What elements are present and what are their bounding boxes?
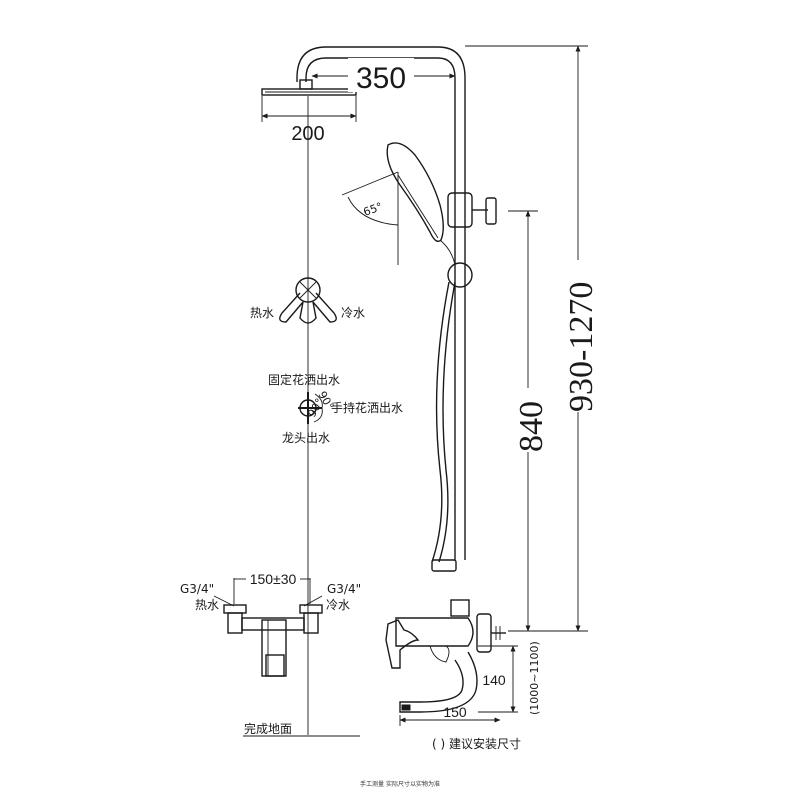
slide-height-label: 840 — [513, 401, 550, 452]
inlet-spacing-dimension: 150±30 — [233, 571, 311, 604]
spout-height-label: 140 — [482, 672, 506, 688]
mixer-body — [395, 599, 506, 653]
height-range-dimension: 930-1270 — [465, 45, 600, 632]
thread-left-label: G3/4" — [180, 582, 214, 596]
hose-clip — [431, 559, 457, 572]
faucet-outlet-label: 龙头出水 — [282, 431, 330, 445]
shower-holder — [447, 192, 497, 228]
fixed-shower-outlet-label: 固定花洒出水 — [268, 372, 340, 387]
finished-floor: 完成地面 — [243, 721, 360, 737]
arm-length-dimension: 350 — [311, 58, 456, 95]
cold-water-label-bottom: 冷水 — [326, 598, 350, 612]
shower-hose — [431, 281, 450, 563]
bath-spout — [399, 651, 478, 713]
hot-water-label-bottom: 热水 — [195, 598, 219, 612]
spout-length-dimension: 150 — [399, 704, 501, 726]
hot-water-label-top: 热水 — [250, 306, 274, 320]
height-range-label: 930-1270 — [563, 282, 600, 412]
head-width-dimension: 200 — [261, 96, 357, 145]
finished-floor-label: 完成地面 — [244, 721, 292, 736]
slide-height-dimension: 840 — [508, 210, 550, 632]
inlet-spacing-label: 150±30 — [250, 571, 297, 587]
inlet-elevation — [223, 604, 323, 677]
thread-right-label: G3/4" — [327, 582, 361, 596]
hand-shower — [386, 142, 456, 266]
spout-height-dimension: 140 (1000~1100) — [478, 641, 541, 715]
mixer-lever — [385, 619, 420, 669]
mixer-handle-top-view — [279, 277, 337, 324]
footnote: 手工测量 实际尺寸以实物为准 — [360, 780, 440, 788]
diverter-symbol — [298, 392, 323, 424]
arm-length-label: 350 — [356, 62, 406, 95]
spout-height-range-label: (1000~1100) — [528, 641, 541, 715]
install-note: ( ) 建议安装尺寸 — [432, 736, 521, 751]
angle-indicator: 65° — [341, 171, 399, 265]
rain-shower-head — [261, 88, 357, 96]
handheld-shower-outlet-label: 手持花洒出水 — [331, 400, 403, 415]
spout-length-label: 150 — [443, 704, 467, 720]
angle-label: 65° — [362, 200, 385, 219]
slide-knob — [447, 262, 473, 288]
cold-water-label-top: 冷水 — [341, 306, 365, 320]
